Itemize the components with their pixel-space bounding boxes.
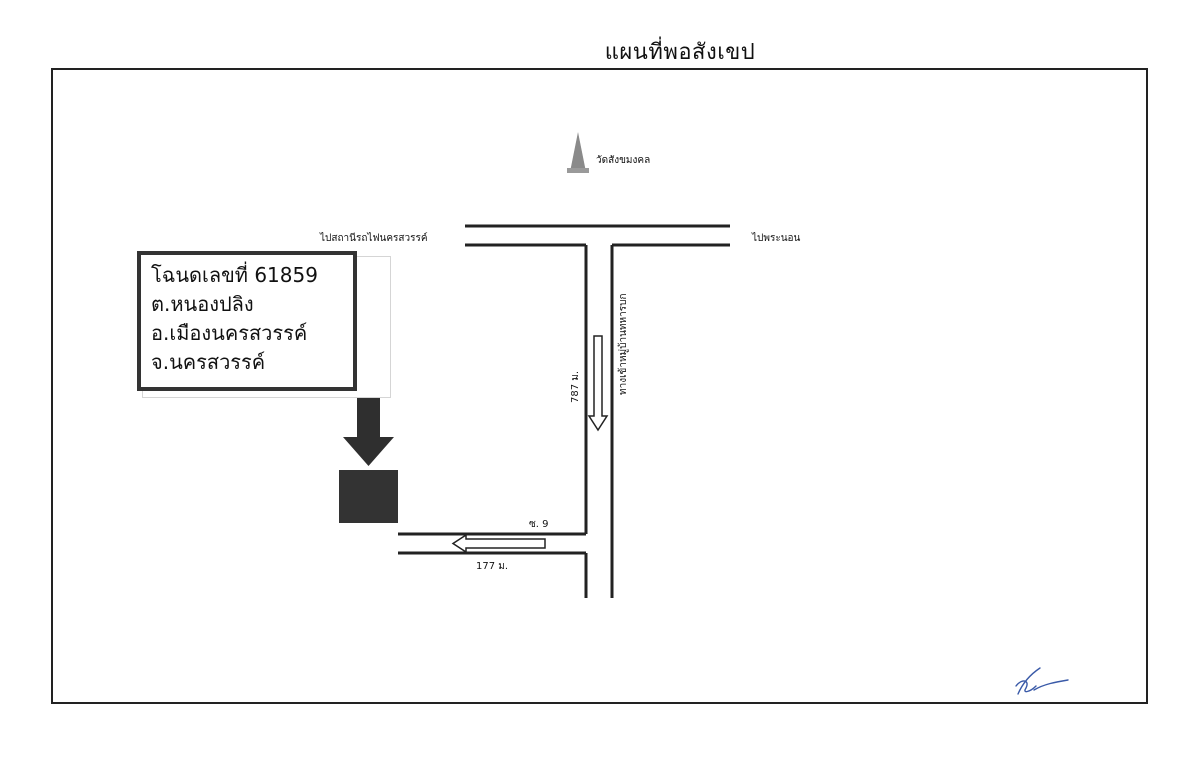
parcel-pointer-arrow-icon [343, 398, 394, 466]
land-parcel [339, 470, 398, 523]
soi-distance: 177 ม. [476, 561, 509, 572]
temple-stupa-icon [567, 132, 589, 173]
parcel-subdistrict: ต.หนองปลิง [151, 292, 254, 316]
handwritten-signature [1015, 667, 1069, 695]
entrance-road-name: ทางเข้าหมู่บ้านทหารบก [618, 293, 629, 395]
entrance-road [584, 245, 614, 598]
entrance-road-distance: 787 ม. [570, 370, 581, 403]
parcel-district: อ.เมืองนครสวรรค์ [151, 321, 308, 345]
soi-label: ซ. 9 [529, 519, 549, 530]
route-arrow-left-icon [451, 533, 546, 554]
parcel-province: จ.นครสวรรค์ [151, 350, 266, 374]
direction-west-label: ไปสถานีรถไฟนครสวรรค์ [320, 233, 428, 244]
page-title: แผนที่พอสังเขป [604, 40, 756, 65]
parcel-info-box: โฉนดเลขที่ 61859 ต.หนองปลิง อ.เมืองนครสว… [137, 251, 357, 391]
direction-east-label: ไปพระนอน [752, 233, 801, 244]
route-arrow-down-icon [587, 335, 609, 432]
soi-9-road [398, 532, 586, 555]
main-road [465, 224, 730, 247]
parcel-deed-number: โฉนดเลขที่ 61859 [151, 263, 318, 287]
landmark-label: วัดสังขมงคล [596, 155, 651, 166]
map-frame [51, 68, 1148, 704]
